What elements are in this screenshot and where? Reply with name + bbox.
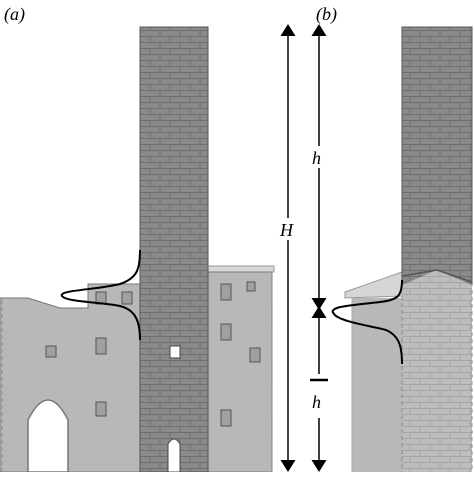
tower-doorway [167, 438, 181, 473]
gaussian-profile-a [60, 249, 141, 341]
panel-b-label: (b) [316, 4, 337, 25]
window [220, 409, 232, 427]
label-h-lower: h [312, 392, 321, 412]
gaussian-profile-b [331, 279, 403, 365]
height-arrow-h-lower: h [310, 306, 328, 472]
window [45, 345, 57, 358]
window [220, 323, 232, 341]
panel-b: (b) h h [310, 4, 473, 472]
right-building [207, 265, 275, 473]
height-arrow-h-upper: h [311, 24, 327, 310]
window [246, 281, 256, 292]
window [121, 291, 133, 305]
window [95, 337, 107, 355]
tower-window [169, 345, 181, 359]
height-arrow-H: H [278, 24, 298, 472]
left-building [0, 283, 141, 473]
label-h-upper: h [312, 148, 321, 168]
tower-b [401, 26, 473, 472]
label-H: H [279, 220, 294, 240]
window [95, 401, 107, 417]
tower-a [139, 26, 209, 473]
arched-doorway [27, 399, 69, 473]
panel-a-label: (a) [4, 4, 25, 25]
window [249, 347, 261, 363]
window [220, 283, 232, 301]
panel-a: (a) [0, 4, 298, 473]
